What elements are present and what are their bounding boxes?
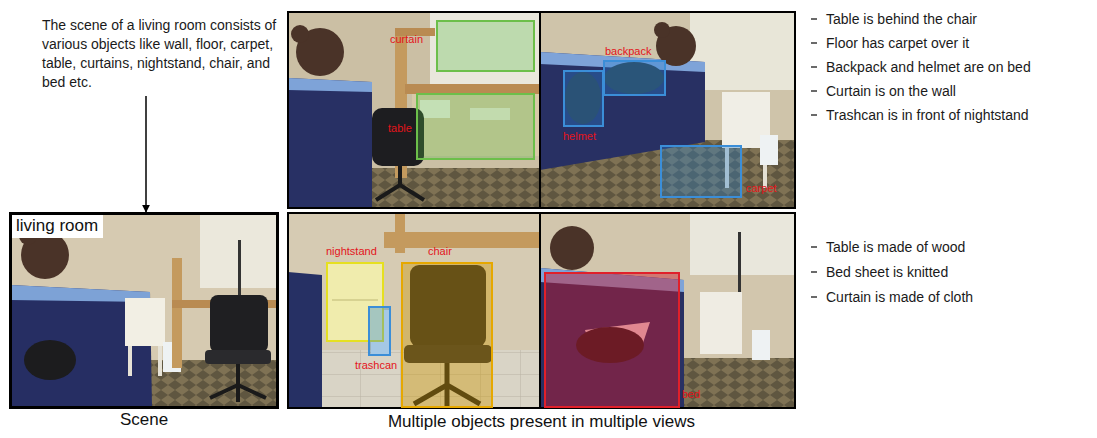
scene-tag: living room — [12, 215, 103, 238]
view-photo — [288, 213, 540, 408]
bullet-dash — [811, 19, 817, 297]
photo-frame — [539, 213, 541, 408]
bullet-dash — [811, 18, 817, 19]
object-label: trashcan — [355, 359, 397, 372]
bullet-dash — [811, 271, 817, 272]
photo-frame — [10, 213, 278, 408]
relation-note: Curtain is made of cloth — [826, 288, 973, 306]
bounding-box: backpack — [603, 60, 666, 96]
view-photo — [690, 12, 795, 90]
photo-frame — [288, 12, 795, 208]
scene-caption: Scene — [12, 410, 276, 430]
scene-frame: living roomScene — [10, 213, 278, 408]
bullet-dash — [811, 42, 817, 43]
view-photo — [680, 358, 795, 408]
object-label: bed — [682, 388, 700, 401]
view-photo — [540, 213, 795, 408]
view-photo — [540, 213, 795, 408]
views-caption: Multiple objects present in multiple vie… — [288, 412, 795, 432]
view-photo — [700, 292, 742, 354]
object-label: chair — [428, 245, 452, 258]
view-photo — [288, 272, 322, 408]
scene-photo — [128, 346, 132, 376]
bounding-box: bed — [544, 272, 680, 408]
photo-frame — [10, 12, 795, 408]
view-photo — [540, 12, 795, 208]
view-photo — [760, 135, 778, 165]
scene-photo — [210, 295, 268, 353]
view-photo — [690, 213, 795, 275]
view-photo — [430, 12, 540, 84]
view-photo — [384, 232, 540, 248]
scene-photo — [125, 298, 165, 346]
description-text: The scene of a living room consists of v… — [42, 16, 278, 92]
bounding-box: curtain — [436, 20, 535, 72]
scene-photo — [10, 213, 278, 408]
scene-photo — [10, 213, 278, 408]
views-group: Multiple objects present in multiple vie… — [288, 12, 795, 434]
relation-note: Table is made of wood — [826, 238, 965, 256]
scene-photo — [238, 240, 241, 300]
relation-note: Bed sheet is knitted — [826, 263, 948, 281]
bullet-dash — [811, 296, 817, 297]
object-label: helmet — [563, 130, 596, 143]
view-photo — [288, 12, 540, 208]
description-text-block: The scene of a living room consists of v… — [42, 16, 278, 92]
scene-photo — [24, 340, 76, 380]
bounding-box: helmet — [563, 70, 604, 127]
object-label: curtain — [390, 33, 423, 46]
flow-arrow — [145, 96, 147, 212]
view-photo — [288, 213, 540, 408]
scene-photo — [205, 350, 271, 364]
view-photo — [376, 166, 424, 200]
bullet-dash — [811, 246, 817, 247]
bounding-box: table — [416, 93, 535, 160]
photo-frame — [539, 12, 541, 208]
scene-photo — [172, 258, 182, 368]
view-photo — [291, 25, 309, 43]
relation-note: Backpack and helmet are on bed — [826, 58, 1031, 76]
view-photo — [738, 232, 741, 292]
scene-photo — [158, 346, 162, 376]
object-label: nightstand — [326, 245, 377, 258]
scene-photo — [210, 364, 266, 402]
view-photo — [288, 78, 372, 92]
view-photo — [540, 12, 795, 208]
view-photo — [288, 78, 372, 208]
view-photo — [550, 226, 594, 270]
object-label: backpack — [605, 45, 651, 58]
relation-note: Curtain is on the wall — [826, 82, 956, 100]
view-photo — [395, 213, 405, 253]
bounding-box: carpet — [660, 145, 742, 198]
photo-frame — [288, 213, 795, 408]
view-photo — [654, 22, 670, 38]
view-photo — [752, 330, 770, 360]
bullet-dash — [811, 114, 817, 115]
bullet-dash — [811, 90, 817, 91]
object-label: table — [388, 122, 412, 135]
bounding-box: chair — [401, 262, 493, 408]
relation-note: Table is behind the chair — [826, 10, 977, 28]
view-photo — [288, 12, 540, 208]
bullet-dash — [811, 66, 817, 67]
relation-note: Floor has carpet over it — [826, 34, 969, 52]
bounding-box: trashcan — [368, 306, 391, 356]
object-label: carpet — [746, 182, 777, 195]
view-photo — [540, 268, 684, 408]
relation-note: Trashcan is in front of nightstand — [826, 106, 1029, 124]
